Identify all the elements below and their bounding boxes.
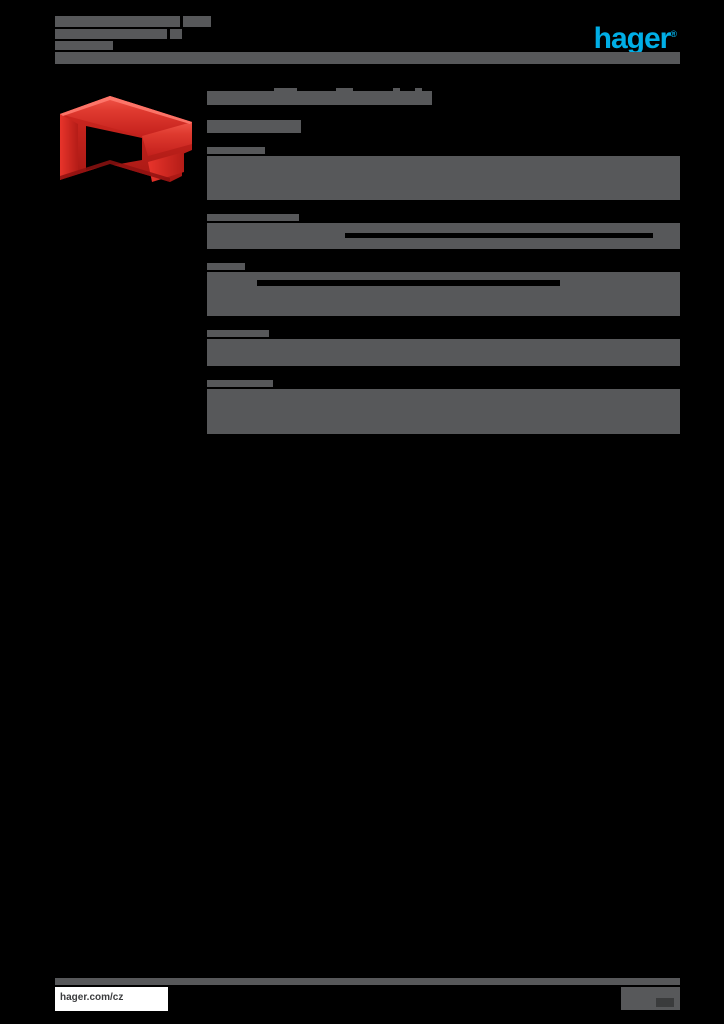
page-title-ascender-2: [336, 88, 353, 93]
spec-section-heading: [207, 147, 265, 154]
product-image: [52, 92, 200, 212]
document-reference-accent-2: [170, 29, 182, 39]
header-divider: [55, 52, 680, 64]
document-reference-line-2: [55, 29, 167, 39]
website-url-text: hager.com/cz: [60, 992, 124, 1003]
main-content: [207, 88, 680, 434]
footer-divider: [55, 978, 680, 985]
page-title-bar: [207, 91, 432, 105]
spec-section-heading: [207, 380, 273, 387]
page-subtitle: [207, 120, 301, 133]
document-reference-accent-1: [183, 16, 211, 27]
red-cable-clip-icon: [60, 96, 192, 182]
brand-trademark-icon: ®: [670, 29, 677, 39]
spec-row: [207, 223, 680, 249]
spec-row-separator: [257, 280, 560, 286]
spec-section: [207, 147, 680, 200]
page-header: hager®: [0, 0, 724, 70]
page-title-ascender-4: [415, 88, 422, 93]
page-title: [207, 88, 432, 105]
page-number: [656, 998, 674, 1007]
spec-row: [207, 272, 680, 316]
website-link[interactable]: hager.com/cz: [55, 987, 168, 1011]
spec-row: [207, 156, 680, 200]
spec-section: [207, 380, 680, 434]
brand-name: hager: [593, 22, 672, 55]
page-title-ascender-3: [393, 88, 400, 93]
footer-center-text: [322, 988, 344, 1006]
spec-section-heading: [207, 214, 299, 221]
spec-row-separator: [345, 233, 653, 238]
document-reference-line-1: [55, 16, 180, 27]
spec-row: [207, 339, 680, 366]
document-reference-line-3: [55, 41, 113, 50]
page-number-box: [621, 987, 680, 1010]
document-reference: [55, 16, 211, 50]
spec-section: [207, 330, 680, 366]
spec-section: [207, 214, 680, 249]
spec-section-heading: [207, 330, 269, 337]
page-footer: hager.com/cz: [0, 978, 724, 1024]
spec-section-heading: [207, 263, 245, 270]
spec-sections: [207, 147, 680, 434]
spec-row: [207, 389, 680, 434]
spec-section: [207, 263, 680, 316]
page-title-ascender-1: [274, 88, 297, 93]
hager-logo: hager®: [593, 22, 677, 55]
